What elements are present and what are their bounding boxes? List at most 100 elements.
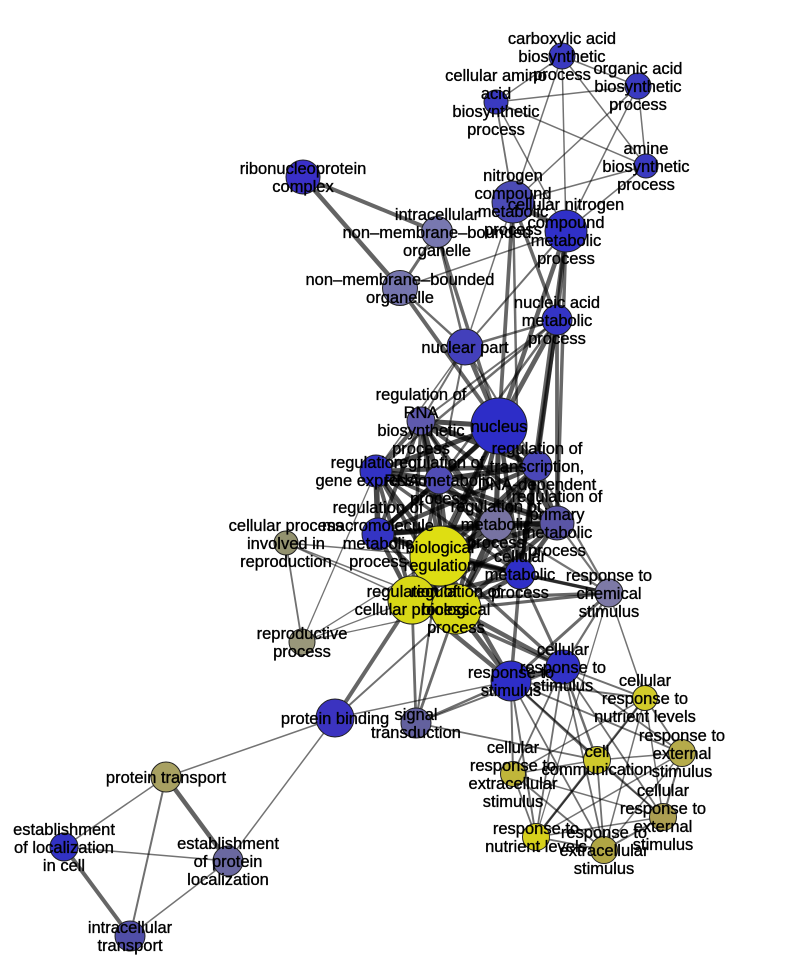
svg-text:cellular nitrogen: cellular nitrogen [508, 196, 624, 214]
svg-text:compound: compound [474, 185, 551, 203]
svg-text:organelle: organelle [403, 242, 471, 260]
svg-text:extracellular: extracellular [560, 842, 649, 860]
svg-text:transduction: transduction [371, 724, 461, 742]
svg-text:cell: cell [585, 743, 610, 761]
svg-text:process: process [349, 553, 407, 571]
svg-text:metabolic: metabolic [343, 535, 414, 553]
svg-text:metabolic: metabolic [485, 566, 556, 584]
svg-text:response to: response to [493, 820, 579, 838]
svg-text:process: process [392, 440, 450, 458]
svg-text:extracellular: extracellular [469, 775, 558, 793]
svg-text:localization: localization [187, 871, 269, 889]
svg-text:establishment: establishment [177, 835, 279, 853]
svg-text:metabolic: metabolic [478, 203, 549, 221]
svg-text:response to: response to [602, 690, 688, 708]
svg-text:macromolecule: macromolecule [322, 517, 434, 535]
svg-text:gene expression: gene expression [315, 472, 436, 490]
svg-text:response to: response to [639, 727, 725, 745]
svg-text:process: process [491, 584, 549, 602]
svg-text:carboxylic acid: carboxylic acid [508, 30, 616, 48]
svg-text:stimulus: stimulus [481, 682, 542, 700]
svg-text:non–membrane–bounded: non–membrane–bounded [306, 271, 495, 289]
svg-text:compound: compound [527, 214, 604, 232]
svg-text:stimulus: stimulus [579, 603, 640, 621]
svg-text:protein transport: protein transport [106, 769, 227, 787]
svg-text:regulation of: regulation of [333, 499, 424, 517]
svg-text:biosynthetic: biosynthetic [602, 158, 689, 176]
svg-text:RNA: RNA [404, 404, 439, 422]
svg-text:signal: signal [394, 706, 437, 724]
svg-text:regulation of: regulation of [411, 583, 502, 601]
svg-text:regulation of: regulation of [492, 440, 583, 458]
svg-text:response to: response to [468, 664, 554, 682]
svg-text:biological: biological [406, 539, 475, 557]
svg-text:response to: response to [520, 659, 606, 677]
svg-text:process: process [537, 250, 595, 268]
svg-text:process: process [273, 643, 331, 661]
svg-text:cellular: cellular [494, 548, 547, 566]
svg-text:stimulus: stimulus [633, 836, 694, 854]
svg-text:cellular: cellular [537, 641, 590, 659]
svg-text:cellular: cellular [637, 782, 690, 800]
svg-text:cellular amino: cellular amino [445, 67, 547, 85]
svg-text:nutrient levels: nutrient levels [594, 708, 696, 726]
svg-text:nucleus: nucleus [471, 418, 528, 436]
svg-text:acid: acid [481, 85, 511, 103]
svg-text:amine: amine [624, 140, 669, 158]
svg-text:process: process [528, 330, 586, 348]
svg-text:RNA metabolic: RNA metabolic [384, 472, 493, 490]
svg-text:establishment: establishment [13, 821, 115, 839]
svg-text:regulation of: regulation of [331, 454, 422, 472]
svg-text:response to: response to [470, 757, 556, 775]
svg-text:protein binding: protein binding [281, 710, 389, 728]
svg-text:metabolic: metabolic [522, 312, 593, 330]
svg-text:cellular: cellular [619, 672, 672, 690]
svg-text:process: process [617, 176, 675, 194]
svg-text:response to: response to [561, 824, 647, 842]
svg-text:nitrogen: nitrogen [483, 167, 543, 185]
svg-text:of localization: of localization [14, 839, 114, 857]
svg-text:regulation of: regulation of [394, 454, 485, 472]
svg-text:nucleic acid: nucleic acid [514, 294, 600, 312]
svg-text:process: process [484, 221, 542, 239]
svg-text:process: process [533, 66, 591, 84]
svg-text:nutrient levels: nutrient levels [485, 838, 587, 856]
svg-text:transport: transport [97, 937, 163, 955]
svg-text:process: process [609, 96, 667, 114]
svg-text:involved in: involved in [247, 535, 325, 553]
svg-text:cellular process: cellular process [229, 517, 344, 535]
svg-text:stimulus: stimulus [574, 860, 635, 878]
svg-text:non–membrane–bounded: non–membrane–bounded [343, 224, 532, 242]
svg-text:regulation: regulation [404, 557, 476, 575]
svg-text:biosynthetic: biosynthetic [452, 103, 539, 121]
svg-text:stimulus: stimulus [652, 763, 713, 781]
svg-text:in cell: in cell [43, 857, 85, 875]
svg-text:intracellular: intracellular [395, 206, 480, 224]
svg-text:external: external [634, 818, 693, 836]
svg-text:reproductive: reproductive [257, 625, 348, 643]
svg-text:transcription,: transcription, [490, 458, 584, 476]
svg-text:organelle: organelle [366, 289, 434, 307]
svg-text:metabolic: metabolic [522, 524, 593, 542]
svg-text:biosynthetic: biosynthetic [594, 78, 681, 96]
svg-text:process: process [410, 490, 468, 508]
svg-text:metabolic: metabolic [461, 516, 532, 534]
svg-text:complex: complex [272, 178, 334, 196]
svg-text:regulation of: regulation of [512, 488, 603, 506]
svg-text:regulation of: regulation of [376, 386, 467, 404]
svg-text:cellular process: cellular process [355, 601, 470, 619]
svg-text:stimulus: stimulus [483, 793, 544, 811]
svg-text:nuclear part: nuclear part [421, 339, 509, 357]
svg-text:chemical: chemical [576, 585, 641, 603]
svg-text:response to: response to [620, 800, 706, 818]
svg-text:biological: biological [422, 601, 491, 619]
svg-text:process: process [467, 121, 525, 139]
svg-text:DNA-dependent: DNA-dependent [478, 476, 597, 494]
svg-text:process: process [528, 542, 586, 560]
svg-text:organic acid: organic acid [594, 60, 683, 78]
svg-text:regulation of: regulation of [451, 498, 542, 516]
svg-text:reproduction: reproduction [240, 553, 332, 571]
svg-text:ribonucleoprotein: ribonucleoprotein [240, 160, 367, 178]
svg-text:biosynthetic: biosynthetic [518, 48, 605, 66]
svg-text:stimulus: stimulus [533, 677, 594, 695]
